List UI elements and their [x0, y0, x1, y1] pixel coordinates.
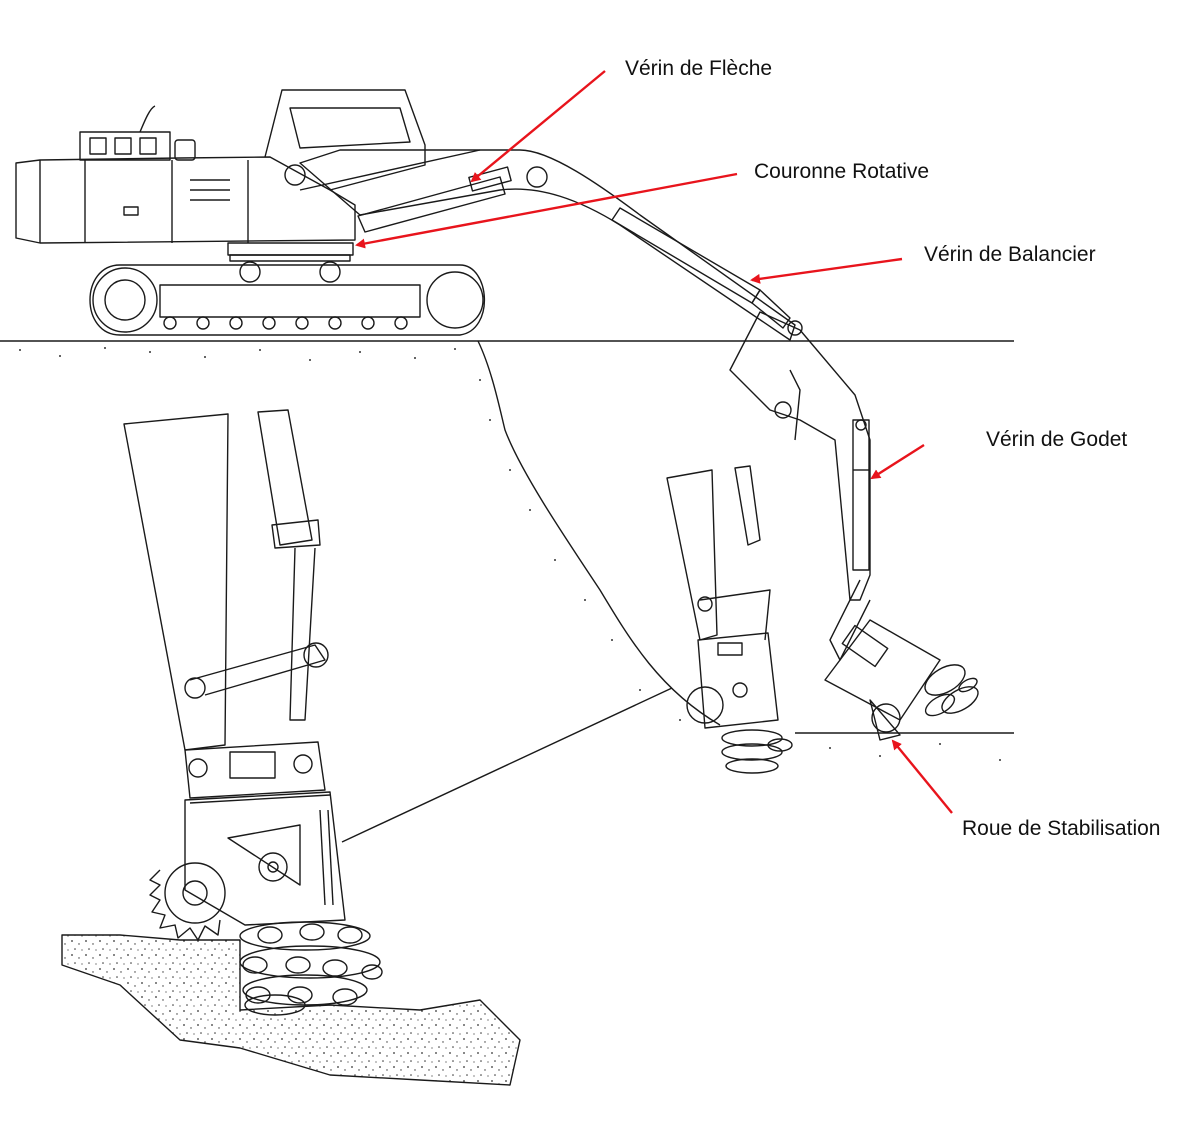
excavator-upper-structure: [15, 89, 426, 262]
label-stabilizer-wheel: Roue de Stabilisation: [962, 817, 1161, 840]
excavator-tracks: [89, 261, 486, 336]
arrow-stick-cylinder: [750, 257, 903, 284]
bucket-cylinder: [852, 419, 870, 571]
cutter-head-small: [824, 579, 979, 741]
label-stick-cylinder: Vérin de Balancier: [924, 243, 1096, 265]
trench-slope: [477, 340, 721, 726]
boom-cylinder: [357, 166, 512, 233]
arrow-boom-cylinder: [470, 70, 606, 183]
stick-cylinder: [611, 207, 791, 329]
label-boom-cylinder: Vérin de Flèche: [625, 57, 773, 80]
cutter-drum-small: [924, 664, 979, 717]
arrow-slewing-ring: [355, 172, 738, 249]
callout-arrows: [355, 70, 953, 814]
label-bucket-cylinder: Vérin de Godet: [986, 428, 1128, 451]
cutter-drum-middle: [721, 729, 793, 774]
cutter-drum-detail: [239, 921, 383, 1016]
cutter-head-detail: [123, 409, 383, 1016]
excavator-boom: [284, 149, 796, 341]
rock-layer: [61, 934, 521, 1086]
stabilizer-wheel: [164, 862, 226, 924]
cutter-head-middle: [666, 465, 793, 774]
excavator-stick: [729, 311, 871, 601]
detail-leader-line: [341, 687, 673, 843]
slewing-ring: [229, 254, 351, 262]
arrow-bucket-cylinder: [870, 443, 925, 480]
arrow-stabilizer-wheel: [891, 739, 953, 814]
ground-speckles: [19, 347, 1001, 761]
label-slewing-ring: Couronne Rotative: [754, 160, 930, 183]
